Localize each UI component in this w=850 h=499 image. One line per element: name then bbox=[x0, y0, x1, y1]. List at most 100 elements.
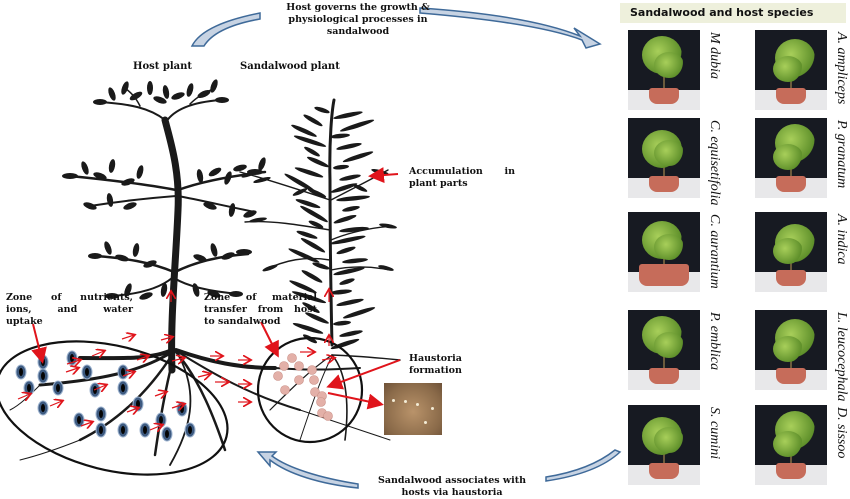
host-leaf bbox=[236, 249, 252, 255]
sandalwood-leaf bbox=[336, 195, 370, 202]
plant-pot bbox=[649, 368, 679, 384]
haustorium bbox=[316, 397, 326, 407]
host-leaf bbox=[171, 92, 185, 100]
sandalwood-leaf bbox=[339, 226, 369, 233]
plant-foliage bbox=[654, 140, 684, 166]
host-leaf bbox=[121, 178, 135, 186]
haustoria-photo-arrow bbox=[327, 392, 384, 410]
species-photo bbox=[755, 405, 827, 485]
bottom-caption-line: Sandalwood associates with bbox=[377, 475, 527, 486]
transfer-zone-circle bbox=[256, 336, 364, 444]
sandalwood-leaf bbox=[342, 307, 376, 319]
host-leaf bbox=[224, 171, 232, 185]
cycle-arrow-top-right bbox=[419, 7, 602, 49]
host-leaf bbox=[81, 161, 89, 175]
zone-transfer-label: Zone of material transfer from host to s… bbox=[204, 292, 317, 328]
host-leaf bbox=[153, 96, 167, 104]
sandalwood-leaf bbox=[293, 135, 327, 147]
host-leaf bbox=[196, 169, 204, 183]
host-leaf bbox=[93, 172, 107, 180]
host-plant-leaves bbox=[62, 79, 266, 300]
species-photo bbox=[755, 30, 827, 110]
flow-arrow bbox=[65, 368, 78, 372]
host-leaf bbox=[193, 254, 207, 262]
cycle-arrow-top-left bbox=[190, 12, 261, 47]
root-nodule-core bbox=[77, 416, 81, 424]
sandalwood-leaf bbox=[308, 220, 324, 229]
sandalwood-plant-label: Sandalwood plant bbox=[240, 61, 340, 72]
sandalwood-leaf bbox=[291, 124, 317, 137]
transfer-pointer-arrow bbox=[260, 321, 279, 358]
haustoria-photo-dot bbox=[424, 421, 427, 424]
host-leaf bbox=[108, 87, 116, 101]
flow-arrow bbox=[49, 401, 62, 406]
species-label: A. ampliceps bbox=[834, 32, 849, 105]
haustorium bbox=[273, 371, 283, 381]
accumulation-label: Accumulation in plant parts bbox=[409, 166, 515, 190]
zone-uptake-label: Zone of nutrients, ions, and water uptak… bbox=[6, 292, 133, 328]
flow-arrow bbox=[17, 394, 30, 399]
root-nodule-core bbox=[41, 372, 45, 380]
host-leaf bbox=[203, 202, 217, 210]
root-nodule-core bbox=[165, 430, 169, 438]
species-label: C. equisetifolia bbox=[707, 120, 722, 206]
flow-arrow bbox=[66, 360, 80, 364]
root-nodule-core bbox=[121, 384, 125, 392]
host-leaf bbox=[197, 89, 211, 99]
haustoria-photo-dot bbox=[404, 400, 407, 403]
host-leaf bbox=[186, 83, 194, 97]
species-photo bbox=[628, 212, 700, 292]
host-leaf bbox=[106, 193, 114, 207]
species-photo bbox=[755, 310, 827, 390]
flow-arrow bbox=[91, 351, 104, 356]
accumulation-pointer-arrow bbox=[368, 167, 399, 184]
host-leaf bbox=[88, 253, 102, 259]
sandalwood-leaf bbox=[249, 217, 267, 223]
cycle-arrow-bottom-right bbox=[545, 449, 622, 482]
sandalwood-leaf bbox=[304, 146, 320, 157]
host-leaf bbox=[83, 202, 97, 210]
uptake-zone-ellipse bbox=[0, 340, 229, 476]
root-nodule-core bbox=[56, 384, 60, 392]
root-nodules bbox=[15, 350, 196, 442]
haustorium bbox=[280, 385, 290, 395]
species-label: D. sissoo bbox=[834, 407, 849, 459]
sandalwood-leaf bbox=[284, 173, 316, 192]
host-leaf bbox=[105, 293, 119, 299]
host-leaf bbox=[104, 241, 112, 255]
plant-pot bbox=[776, 270, 806, 286]
species-label: A. indica bbox=[834, 214, 849, 265]
host-leaf bbox=[160, 283, 168, 297]
root-nodule-core bbox=[99, 426, 103, 434]
zone-transfer-label-line: Zone of material bbox=[204, 292, 317, 303]
haustorium bbox=[307, 365, 317, 375]
sandalwood-leaf bbox=[342, 205, 360, 212]
sandalwood-leaf bbox=[352, 184, 368, 192]
sandalwood-leaf bbox=[300, 237, 326, 253]
sandalwood-leaf bbox=[296, 230, 318, 239]
host-leaf bbox=[93, 99, 107, 105]
plant-pot bbox=[649, 88, 679, 104]
species-label: C. aurantium bbox=[707, 214, 722, 289]
sandalwood-leaf bbox=[314, 106, 330, 114]
plant-foliage bbox=[773, 336, 803, 362]
haustoria-pointer-arrow bbox=[326, 359, 401, 390]
sandalwood-leaf bbox=[300, 205, 328, 223]
sandalwood-leaf bbox=[291, 291, 327, 304]
sandalwood-leaf bbox=[333, 267, 365, 276]
host-plant-label: Host plant bbox=[133, 61, 193, 72]
haustorium bbox=[294, 361, 304, 371]
sandalwood-leaf bbox=[330, 183, 358, 193]
accumulation-label-line: plant parts bbox=[409, 178, 468, 189]
host-leaf bbox=[143, 260, 157, 268]
uptake-pointer-arrow bbox=[31, 323, 47, 364]
host-leaf bbox=[228, 203, 236, 217]
root-nodule-core bbox=[99, 410, 103, 418]
zone-uptake-label-line: ions, and water bbox=[6, 304, 133, 315]
sandalwood-leaf bbox=[330, 289, 352, 295]
plant-foliage bbox=[773, 56, 803, 82]
sandalwood-leaf bbox=[378, 265, 394, 271]
haustorium bbox=[287, 353, 297, 363]
host-leaf bbox=[115, 254, 129, 262]
root-nodule-core bbox=[85, 368, 89, 376]
